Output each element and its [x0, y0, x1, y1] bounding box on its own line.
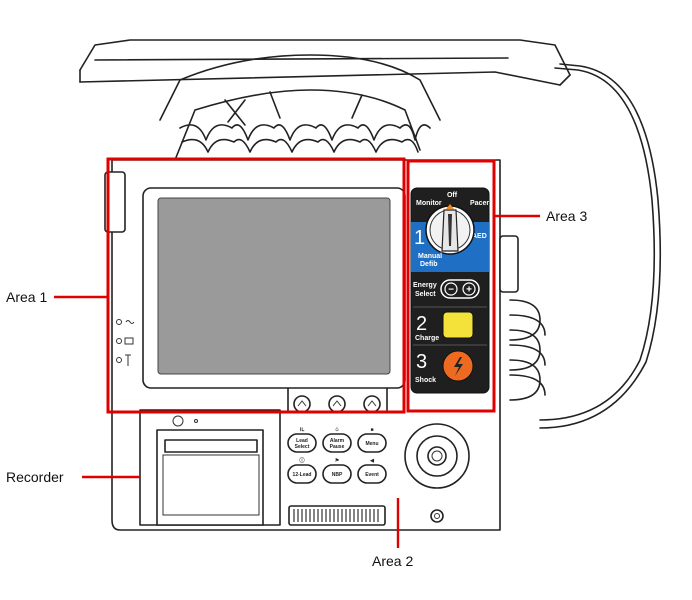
- energy-plus-label: +: [466, 285, 472, 296]
- lead-select-label-2: Select: [295, 444, 310, 450]
- softkey-3-button[interactable]: [363, 395, 381, 413]
- area-3-box: [406, 159, 496, 413]
- menu-button[interactable]: [357, 433, 387, 453]
- step-1-number: 1: [414, 227, 425, 249]
- twelve-lead-label: 12-Lead: [293, 472, 312, 478]
- mode-off: Off: [447, 192, 458, 199]
- area-1-box: [106, 157, 406, 414]
- area-1-label: Area 1: [6, 289, 47, 305]
- recorder-label: Recorder: [6, 469, 64, 485]
- nbp-button[interactable]: [322, 464, 352, 484]
- step-3-number: 3: [416, 351, 427, 373]
- mode-pacer: Pacer: [470, 200, 489, 207]
- alarm-pause-button[interactable]: [322, 433, 352, 453]
- svg-text:⚑: ⚑: [335, 458, 339, 464]
- mode-aed: AED: [472, 233, 487, 240]
- navigation-knob[interactable]: [404, 423, 470, 489]
- shock-label: Shock: [415, 377, 436, 384]
- energy-plus-button[interactable]: [462, 282, 476, 296]
- wrench-icon: [125, 354, 131, 366]
- recorder-unit: [139, 409, 281, 526]
- keypad: ꓲꓡ ♤ ■ Lead Select Alarm Pause Menu ⓘ ⚑ …: [287, 426, 387, 484]
- area-2-label: Area 2: [372, 553, 413, 569]
- energy-minus-label: −: [448, 285, 454, 296]
- mode-monitor: Monitor: [416, 200, 442, 207]
- ground-connector: [430, 509, 444, 523]
- charge-button[interactable]: [442, 311, 474, 339]
- svg-text:ꓲꓡ: ꓲꓡ: [300, 426, 304, 433]
- therapy-panel: Monitor Off Pacer AED 1 Manual Defib Ene…: [410, 187, 490, 394]
- svg-text:◀: ◀: [369, 458, 374, 464]
- manual-label: Manual: [418, 253, 442, 260]
- lead-select-button[interactable]: [287, 433, 317, 453]
- energy-label: Energy: [413, 282, 437, 289]
- lead-select-label-1: Lead: [296, 438, 308, 444]
- charge-label: Charge: [415, 335, 439, 342]
- defib-label: Defib: [420, 261, 438, 268]
- lightning-icon: [454, 357, 463, 376]
- twelve-lead-button[interactable]: [287, 464, 317, 484]
- alarm-pause-label-2: Pause: [330, 444, 345, 450]
- softkey-1-button[interactable]: [293, 395, 311, 413]
- svg-text:♤: ♤: [335, 427, 339, 433]
- therapy-knob[interactable]: [425, 204, 475, 255]
- alarm-pause-label-1: Alarm: [330, 438, 345, 444]
- svg-text:ⓘ: ⓘ: [299, 457, 304, 464]
- step-2-number: 2: [416, 313, 427, 335]
- speaker-grille: [288, 505, 386, 526]
- carry-handle: [79, 39, 571, 161]
- status-indicators: [116, 319, 135, 366]
- event-label: Event: [365, 472, 379, 478]
- svg-text:■: ■: [370, 427, 373, 433]
- softkey-2-button[interactable]: [328, 395, 346, 413]
- event-button[interactable]: [357, 464, 387, 484]
- area-3-label: Area 3: [546, 208, 587, 224]
- menu-label: Menu: [365, 441, 378, 447]
- select-label: Select: [415, 291, 436, 298]
- energy-minus-button[interactable]: [444, 282, 458, 296]
- display: [142, 187, 406, 389]
- screen: [157, 197, 391, 375]
- nbp-label: NBP: [332, 472, 343, 478]
- coiled-cable: [179, 63, 662, 429]
